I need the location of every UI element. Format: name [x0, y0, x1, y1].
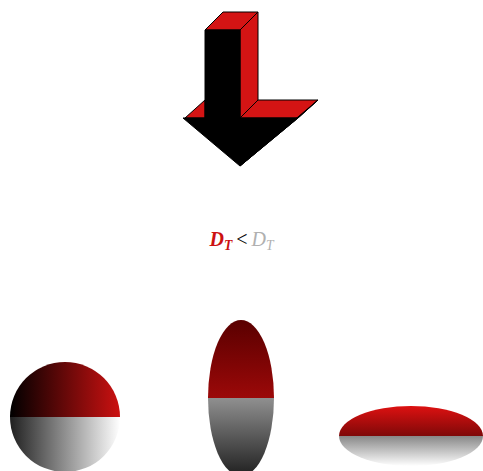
- sphere: [10, 362, 120, 471]
- symbol: D: [252, 228, 266, 250]
- down-arrow: [183, 12, 318, 166]
- symbol: D: [209, 228, 223, 250]
- oblate-ellipsoid: [339, 406, 483, 466]
- subscript: T: [266, 238, 274, 253]
- subscript: T: [224, 238, 232, 253]
- prolate-ellipsoid: [208, 320, 274, 471]
- operator: <: [236, 228, 247, 250]
- formula: DT<DT: [0, 228, 483, 254]
